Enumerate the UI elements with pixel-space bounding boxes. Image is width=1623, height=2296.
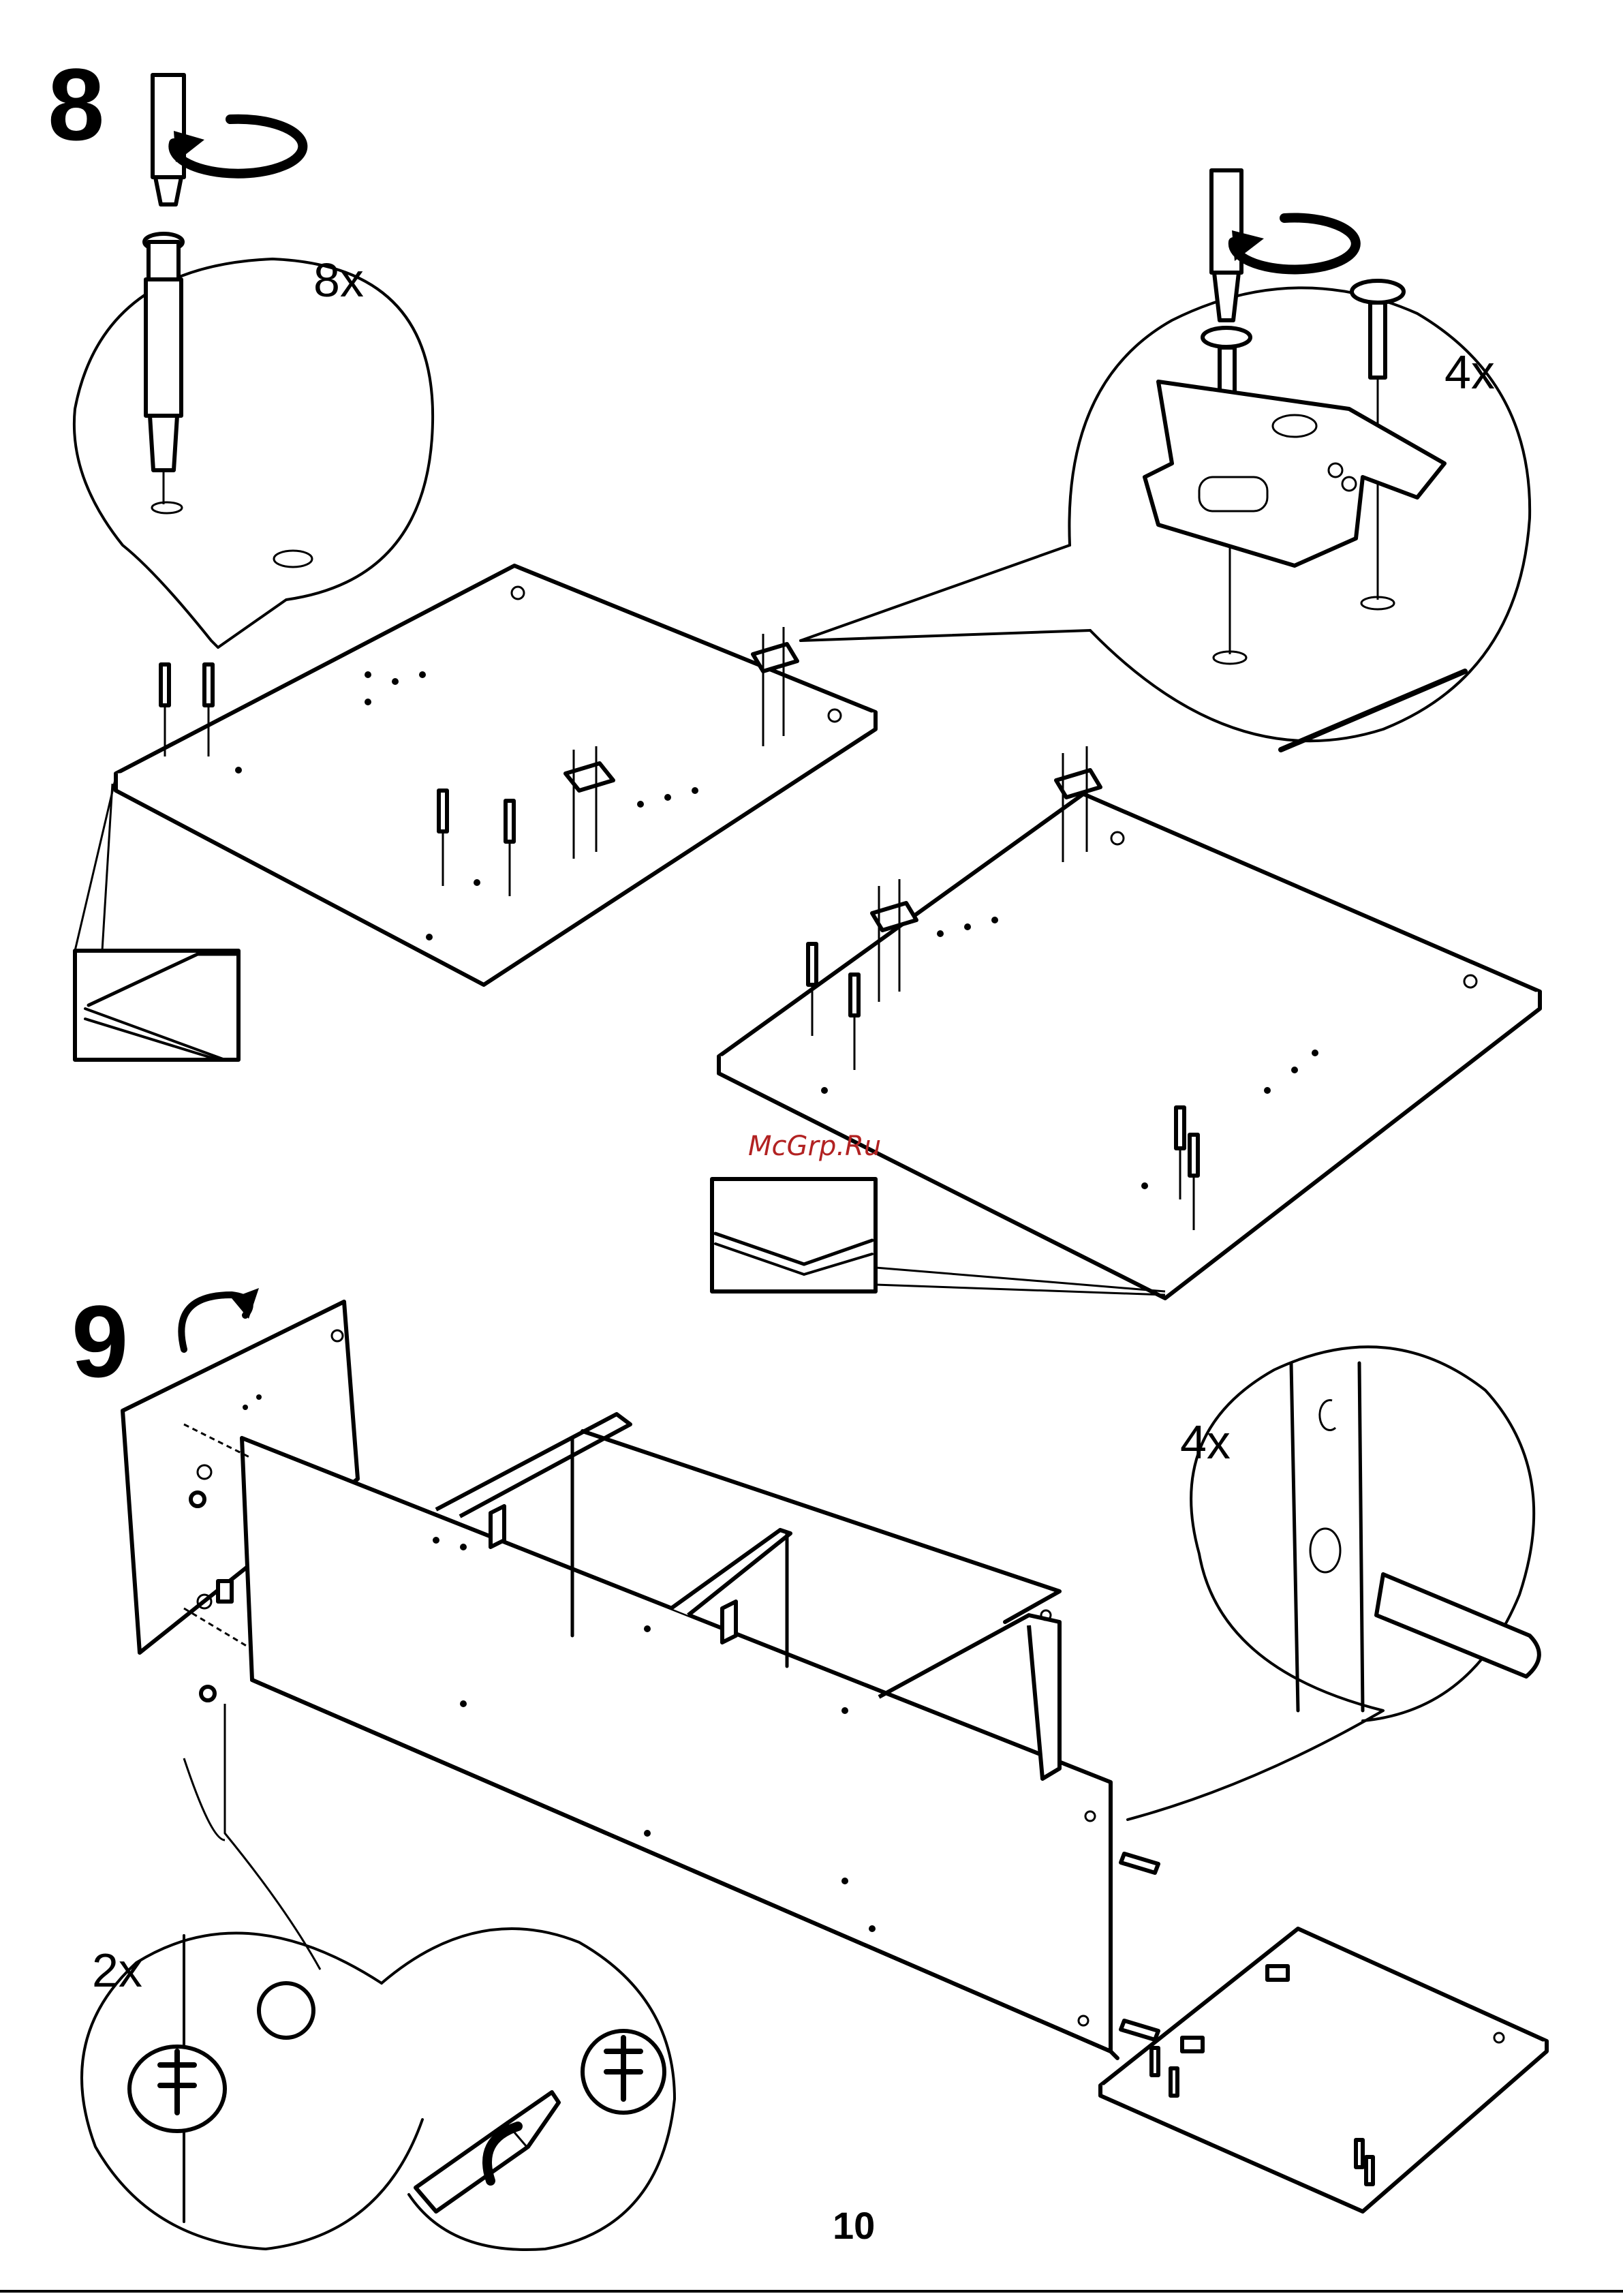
rotate-arrow-icon	[1232, 217, 1356, 269]
watermark: McGrp.Ru	[748, 1131, 881, 1162]
rotate-arrow-icon	[173, 119, 303, 174]
fitting-quantity-label: 4x	[1444, 346, 1495, 399]
dowel-quantity-label: 8x	[313, 254, 364, 307]
page-number: 10	[833, 2204, 875, 2247]
cam-quantity-label: 2x	[92, 1944, 142, 1997]
wooden-dowel-icon	[1291, 1363, 1539, 1711]
hinge-plate-icon	[1145, 382, 1444, 566]
bottom-panel	[1100, 1929, 1547, 2211]
dowel-quantity-label-step9: 4x	[1180, 1415, 1231, 1469]
cam-lock-icon	[583, 2031, 664, 2113]
screwdriver-icon	[416, 2092, 559, 2211]
hole-marker	[274, 551, 312, 567]
step-8-number: 8	[48, 47, 104, 162]
top-left-panel	[116, 566, 876, 985]
step-9-number: 9	[72, 1284, 128, 1398]
flip-arrow-icon	[181, 1288, 259, 1349]
cam-lock-icon	[129, 1935, 313, 2222]
wooden-dowel-icon	[144, 234, 183, 513]
wooden-dowel-icon	[1121, 1854, 1158, 2040]
long-front-panel	[242, 1438, 1117, 2058]
